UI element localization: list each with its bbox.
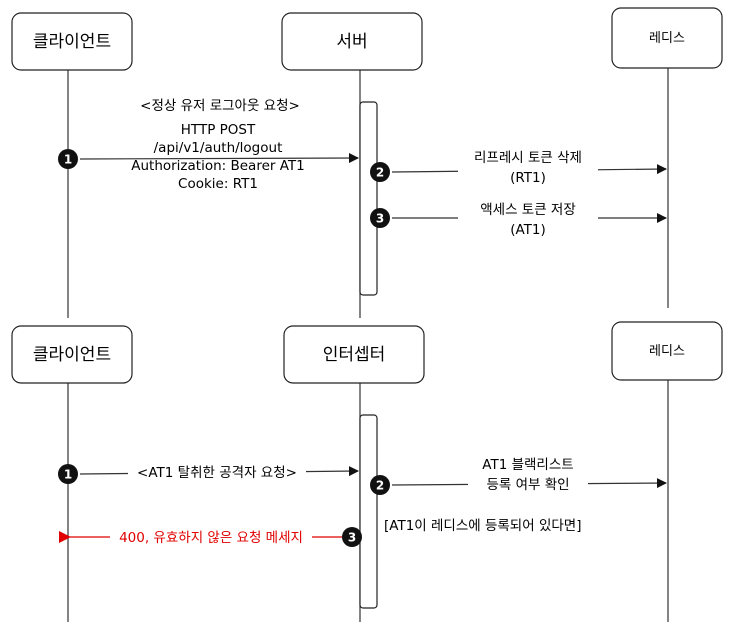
label-backdrop: [458, 148, 598, 188]
step-badge: 2: [370, 162, 390, 182]
svg-text:3: 3: [348, 531, 356, 545]
request-line: Cookie: RT1: [178, 176, 258, 192]
request-line: HTTP POST: [181, 122, 256, 138]
label-backdrop: [458, 200, 598, 240]
section-attack: 클라이언트 인터셉터 레디스 <AT1 탈취한 공격자 요청> 1 AT1 블랙…: [11, 321, 723, 622]
step3-label-line2: (AT1): [510, 222, 546, 238]
step2-label-line2: 등록 여부 확인: [486, 477, 569, 493]
label-backdrop: [128, 462, 306, 482]
client-label: 클라이언트: [33, 32, 111, 52]
request-line: Authorization: Bearer AT1: [131, 158, 305, 174]
server-activation-bar: [359, 101, 378, 296]
redis-label: 레디스: [649, 344, 685, 359]
client-box: 클라이언트: [11, 12, 133, 71]
interceptor-box: 인터셉터: [283, 325, 425, 384]
interceptor-activation-bar: [359, 414, 378, 609]
server-label: 서버: [336, 32, 367, 52]
section-logout: 클라이언트 서버 레디스 <정상 유저 로그아웃 요청> HTTP POST /…: [11, 7, 723, 318]
label-backdrop: [468, 455, 588, 495]
condition-note: [AT1이 레디스에 등록되어 있다면]: [384, 518, 581, 534]
svg-text:2: 2: [376, 479, 384, 493]
client-box: 클라이언트: [11, 325, 133, 384]
scenario-title: <정상 유저 로그아웃 요청>: [140, 98, 300, 114]
label-backdrop: [110, 527, 312, 547]
interceptor-label: 인터셉터: [323, 345, 386, 365]
svg-text:3: 3: [376, 212, 384, 226]
server-box: 서버: [281, 12, 423, 71]
request-arrow: [79, 153, 359, 164]
svg-text:1: 1: [64, 468, 72, 482]
request-line: /api/v1/auth/logout: [154, 140, 283, 156]
step-badge: 1: [58, 464, 78, 484]
step-badge: 2: [370, 475, 390, 495]
step2-label-line2: (RT1): [510, 170, 546, 186]
redis-label: 레디스: [649, 31, 685, 46]
error-response-label: 400, 유효하지 않은 요청 메세지: [119, 530, 303, 546]
step-badge: 3: [342, 527, 362, 547]
step2-label-line1: AT1 블랙리스트: [482, 457, 573, 473]
step2-label-line1: 리프레시 토큰 삭제: [474, 150, 582, 166]
svg-text:2: 2: [376, 166, 384, 180]
svg-text:1: 1: [64, 153, 72, 167]
redis-box: 레디스: [611, 7, 723, 69]
redis-box: 레디스: [611, 321, 723, 381]
attacker-request-label: <AT1 탈취한 공격자 요청>: [137, 465, 297, 481]
client-label: 클라이언트: [33, 345, 111, 365]
step-badge: 3: [370, 208, 390, 228]
step-badge: 1: [58, 149, 78, 169]
step3-label-line1: 액세스 토큰 저장: [480, 202, 576, 218]
